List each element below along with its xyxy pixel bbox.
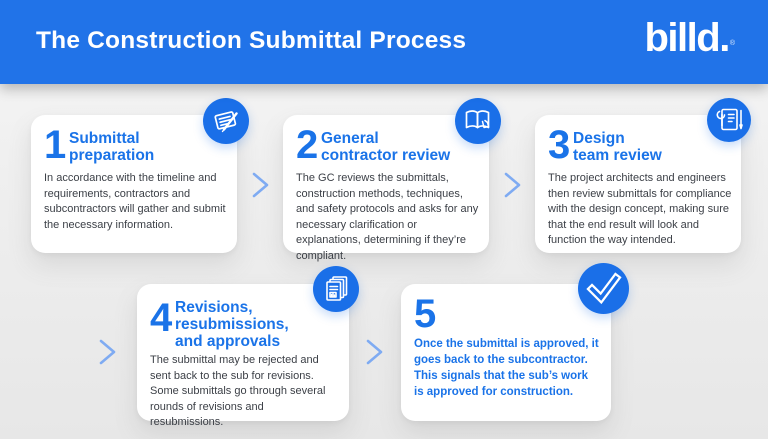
scroll-pen-icon bbox=[203, 98, 249, 144]
logo-trademark: ® bbox=[729, 40, 735, 47]
header-bar: The Construction Submittal Process billd… bbox=[0, 0, 768, 84]
step-card-2: 2 General contractor review The GC revie… bbox=[283, 115, 489, 262]
step-description: The project architects and engineers the… bbox=[548, 172, 732, 246]
step-number: 1 bbox=[44, 123, 67, 167]
open-book-hand-icon bbox=[455, 98, 501, 144]
step-description: The GC reviews the submittals, construct… bbox=[296, 172, 479, 262]
stacked-documents-icon bbox=[313, 266, 359, 312]
step-number: 3 bbox=[548, 123, 571, 167]
step-title: Revisions, resubmissions, and approvals bbox=[175, 299, 289, 350]
step-description: In accordance with the timeline and requ… bbox=[44, 172, 226, 231]
step-card-1: 1 Submittal preparation In accordance wi… bbox=[31, 115, 237, 253]
step-number: 2 bbox=[296, 123, 319, 167]
checkmark-icon bbox=[578, 263, 629, 314]
step-card-5: 5 Once the submittal is approved, it goe… bbox=[401, 284, 611, 421]
chevron-right-icon bbox=[502, 171, 524, 204]
page-title: The Construction Submittal Process bbox=[36, 27, 467, 54]
step-description: The submittal may be rejected and sent b… bbox=[150, 354, 326, 428]
chevron-right-icon bbox=[97, 338, 119, 371]
step-title: Design team review bbox=[573, 130, 662, 164]
billd-logo: billd.® bbox=[644, 18, 735, 58]
step-description: Once the submittal is approved, it goes … bbox=[414, 338, 599, 398]
document-wrench-icon bbox=[707, 98, 751, 142]
step-title: General contractor review bbox=[321, 130, 451, 164]
step-number: 4 bbox=[150, 296, 173, 340]
chevron-right-icon bbox=[250, 171, 272, 204]
step-title: Submittal preparation bbox=[69, 130, 155, 164]
logo-period: . bbox=[719, 16, 730, 60]
chevron-right-icon bbox=[364, 338, 386, 371]
step-number: 5 bbox=[414, 292, 437, 336]
step-card-3: 3 Design team review The project archite… bbox=[535, 115, 741, 253]
logo-text: billd bbox=[644, 16, 720, 60]
step-card-4: 4 Revisions, resubmissions, and approval… bbox=[137, 284, 349, 428]
